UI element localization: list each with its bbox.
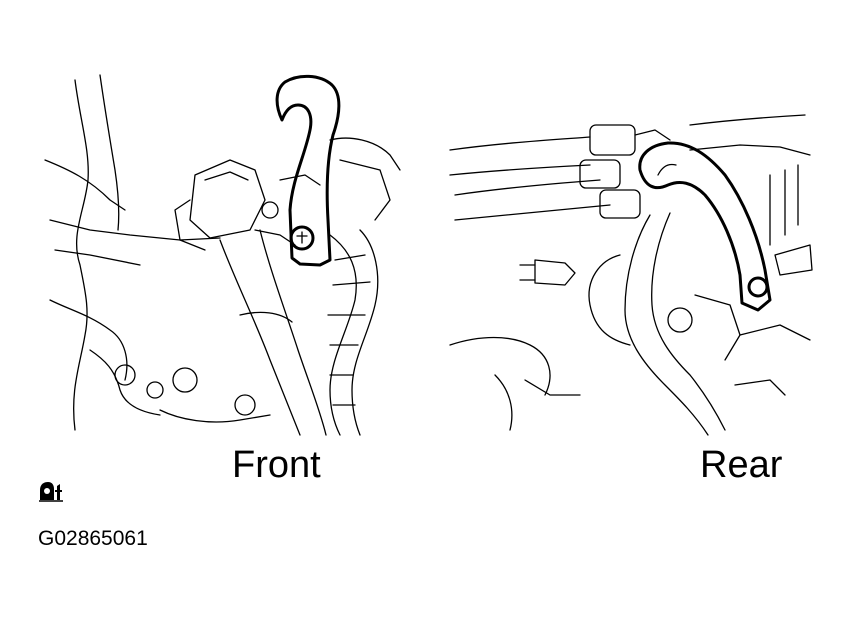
torque-wrench-icon [38,480,64,502]
rear-view-label: Rear [700,444,783,486]
figure-code: G02865061 [38,527,148,550]
rear-view-drawing [449,114,813,436]
front-view-drawing [44,74,401,436]
front-view-illustration [30,60,410,440]
front-view-label: Front [232,444,321,486]
rear-view-illustration [440,95,820,440]
